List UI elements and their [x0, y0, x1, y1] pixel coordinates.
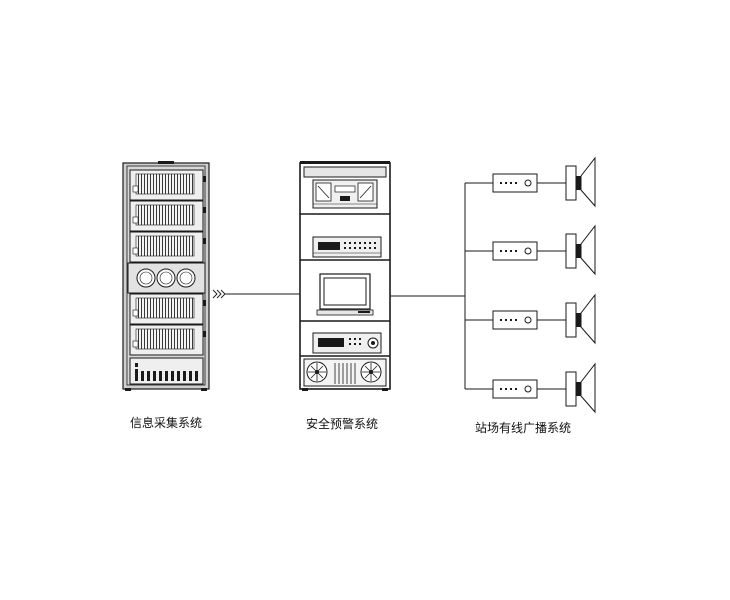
- fan-unit: [303, 358, 387, 387]
- alarm-rack: [299, 161, 391, 391]
- broadcast-branch-1: [465, 156, 596, 208]
- meter-unit: [312, 179, 378, 209]
- chevron-arrow-icon: [212, 289, 226, 299]
- keypad-unit: [312, 236, 382, 258]
- broadcast-branch-2: [465, 224, 596, 276]
- broadcast-branch-3: [465, 293, 596, 345]
- rack-module-3: [129, 231, 204, 263]
- rack-module-5: [129, 324, 204, 356]
- speaker-icon: [565, 293, 596, 345]
- rack-switch-panel: [129, 357, 204, 385]
- control-unit: [312, 332, 382, 354]
- broadcast-system-label: 站场有线广播系统: [475, 421, 572, 435]
- speaker-icon: [565, 362, 596, 414]
- broadcast-branch-4: [465, 362, 596, 414]
- alarm-system-label: 安全预警系统: [306, 417, 379, 431]
- collection-rack: [122, 161, 210, 391]
- rack-module-1: [129, 169, 204, 201]
- collection-system-label: 信息采集系统: [130, 416, 203, 430]
- rack-module-2: [129, 200, 204, 232]
- rack-module-4: [129, 293, 204, 325]
- speaker-icon: [565, 156, 596, 208]
- rack-dial-panel: [127, 262, 206, 294]
- speaker-icon: [565, 224, 596, 276]
- monitor-unit: [316, 273, 374, 316]
